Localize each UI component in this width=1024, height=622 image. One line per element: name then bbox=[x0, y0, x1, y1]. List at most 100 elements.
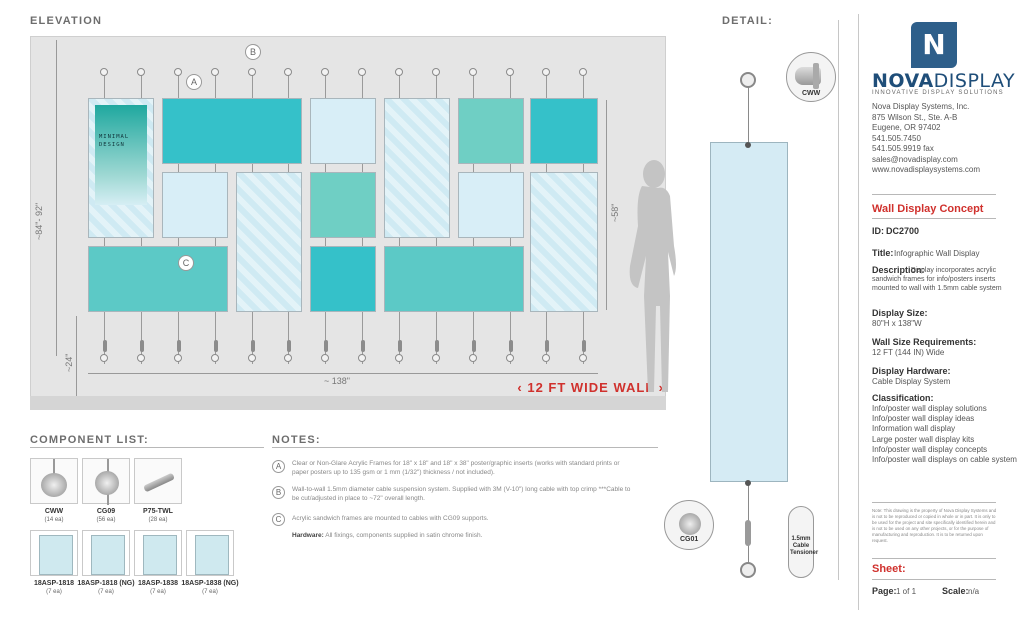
wall-size-label: Wall Size Requirements: bbox=[872, 337, 977, 347]
fine-print: Note: This drawing is the property of No… bbox=[872, 508, 997, 543]
scale-label: Scale: bbox=[942, 586, 969, 596]
tensioner-body bbox=[745, 520, 751, 546]
brand-name-rest: DISPLAY bbox=[933, 70, 1016, 92]
company-line: www.novadisplaysystems.com bbox=[872, 165, 981, 174]
display-panel bbox=[162, 172, 228, 238]
company-line: sales@novadisplay.com bbox=[872, 154, 958, 164]
note-text-a: Clear or Non-Glare Acrylic Frames for 18… bbox=[292, 460, 620, 476]
height-dimension: ~84"- 92" bbox=[34, 202, 44, 240]
wall-cap-top bbox=[740, 72, 756, 88]
company-line: 875 Wilson St., Ste. A-B bbox=[872, 112, 958, 122]
component-qty-18asp-1818: (7 ea) bbox=[46, 589, 62, 595]
id-value: DC2700 bbox=[886, 226, 920, 236]
title-rule-fine bbox=[872, 502, 996, 503]
title-value: Infographic Wall Display bbox=[894, 249, 980, 258]
wall-cap bbox=[284, 354, 292, 362]
wall-cap bbox=[174, 68, 182, 76]
wall-cap bbox=[174, 354, 182, 362]
poster-panel: MINIMAL DESIGN bbox=[88, 98, 154, 238]
brand-name: NOVADISPLAY bbox=[872, 70, 1015, 92]
cable-tensioner bbox=[434, 340, 439, 352]
cww-label: CWW bbox=[802, 90, 821, 97]
component-qty-18asp-1838-ng: (7 ea) bbox=[202, 589, 218, 595]
notes-rule bbox=[272, 447, 658, 448]
logo-letter: N bbox=[922, 28, 946, 61]
floor-dimension-line bbox=[76, 316, 77, 396]
cg01-label: CG01 bbox=[680, 536, 699, 543]
cable-tensioner bbox=[286, 340, 291, 352]
wall-cap bbox=[211, 354, 219, 362]
callout-b: B bbox=[245, 44, 261, 60]
wall-cap bbox=[579, 68, 587, 76]
component-rule bbox=[30, 447, 264, 448]
wall-cap bbox=[248, 68, 256, 76]
cable-tensioner bbox=[581, 340, 586, 352]
wall-cap bbox=[358, 354, 366, 362]
display-panel bbox=[162, 98, 302, 164]
component-name-18asp-1838: 18ASP-1838 bbox=[137, 580, 179, 587]
wall-cap bbox=[284, 68, 292, 76]
support-dot-top bbox=[745, 142, 751, 148]
hardware-note-label: Hardware: bbox=[292, 532, 324, 539]
description-text: Display incorporates acrylic sandwich fr… bbox=[872, 267, 1002, 292]
display-panel bbox=[458, 98, 524, 164]
support-dot-bottom bbox=[745, 480, 751, 486]
height-dimension-line bbox=[56, 40, 57, 356]
title-rule-sheet bbox=[872, 558, 996, 559]
title-block-divider bbox=[858, 14, 859, 610]
wall-cap bbox=[542, 68, 550, 76]
wall-cap bbox=[579, 354, 587, 362]
cable-tensioner bbox=[360, 340, 365, 352]
wall-cap bbox=[321, 354, 329, 362]
display-panel bbox=[384, 246, 524, 312]
display-panel bbox=[310, 98, 376, 164]
wall-cap bbox=[137, 68, 145, 76]
classification-item: Info/poster wall display concepts bbox=[872, 444, 988, 454]
classification-item: Information wall display bbox=[872, 424, 956, 434]
cable-tensioner bbox=[213, 340, 218, 352]
classification-item: Large poster wall display kits bbox=[872, 434, 975, 444]
wall-cap bbox=[248, 354, 256, 362]
display-size-label: Display Size: bbox=[872, 308, 928, 318]
brand-name-bold: NOVA bbox=[872, 70, 934, 92]
notes-title: NOTES: bbox=[272, 434, 321, 446]
wall-cap bbox=[137, 354, 145, 362]
callout-c: C bbox=[178, 255, 194, 271]
callout-a: A bbox=[186, 74, 202, 90]
wall-cap bbox=[395, 68, 403, 76]
display-panel bbox=[310, 246, 376, 312]
component-qty-cww: (14 ea) bbox=[44, 517, 64, 523]
title-rule-heading bbox=[872, 218, 996, 219]
page-value: 1 of 1 bbox=[896, 587, 917, 596]
panel-dimension-line bbox=[606, 100, 607, 310]
wall-width-label: ‹ 12 FT WIDE WALL › bbox=[517, 380, 664, 395]
wall-cap bbox=[432, 68, 440, 76]
cable-tensioner bbox=[102, 340, 107, 352]
wall-cap bbox=[321, 68, 329, 76]
cable-tensioner bbox=[176, 340, 181, 352]
wall-cap bbox=[211, 68, 219, 76]
brand-tagline: INNOVATIVE DISPLAY SOLUTIONS bbox=[872, 90, 1004, 96]
title-label: Title: bbox=[872, 248, 894, 258]
display-panel bbox=[88, 246, 228, 312]
wall-cap bbox=[432, 354, 440, 362]
wall-cap bbox=[100, 68, 108, 76]
hardware-note-text: All fixings, components supplied in sati… bbox=[325, 532, 483, 539]
component-image-18asp-1818-ng bbox=[82, 530, 130, 576]
description-label: Description: bbox=[872, 265, 925, 275]
display-hardware-value: Cable Display System bbox=[872, 377, 951, 386]
description-value: Description: Display incorporates acryli… bbox=[872, 266, 1002, 293]
component-qty-cg09: (56 ea) bbox=[96, 517, 116, 523]
cable-tensioner bbox=[471, 340, 476, 352]
component-name-18asp-1818: 18ASP-1818 bbox=[33, 580, 75, 587]
company-line: 541.505.7450 bbox=[872, 133, 921, 143]
component-name-18asp-1838-ng: 18ASP-1838 (NG) bbox=[181, 580, 239, 587]
detail-title: DETAIL: bbox=[722, 15, 773, 27]
width-dimension-line bbox=[88, 373, 598, 374]
wall-cap bbox=[469, 68, 477, 76]
component-list-title: COMPONENT LIST: bbox=[30, 434, 149, 446]
elevation-title: ELEVATION bbox=[30, 15, 103, 27]
note-text-b: Wall-to-wall 1.5mm diameter cable suspen… bbox=[292, 486, 631, 502]
floor-line bbox=[30, 396, 666, 410]
tensioner-magnifier bbox=[788, 506, 814, 578]
